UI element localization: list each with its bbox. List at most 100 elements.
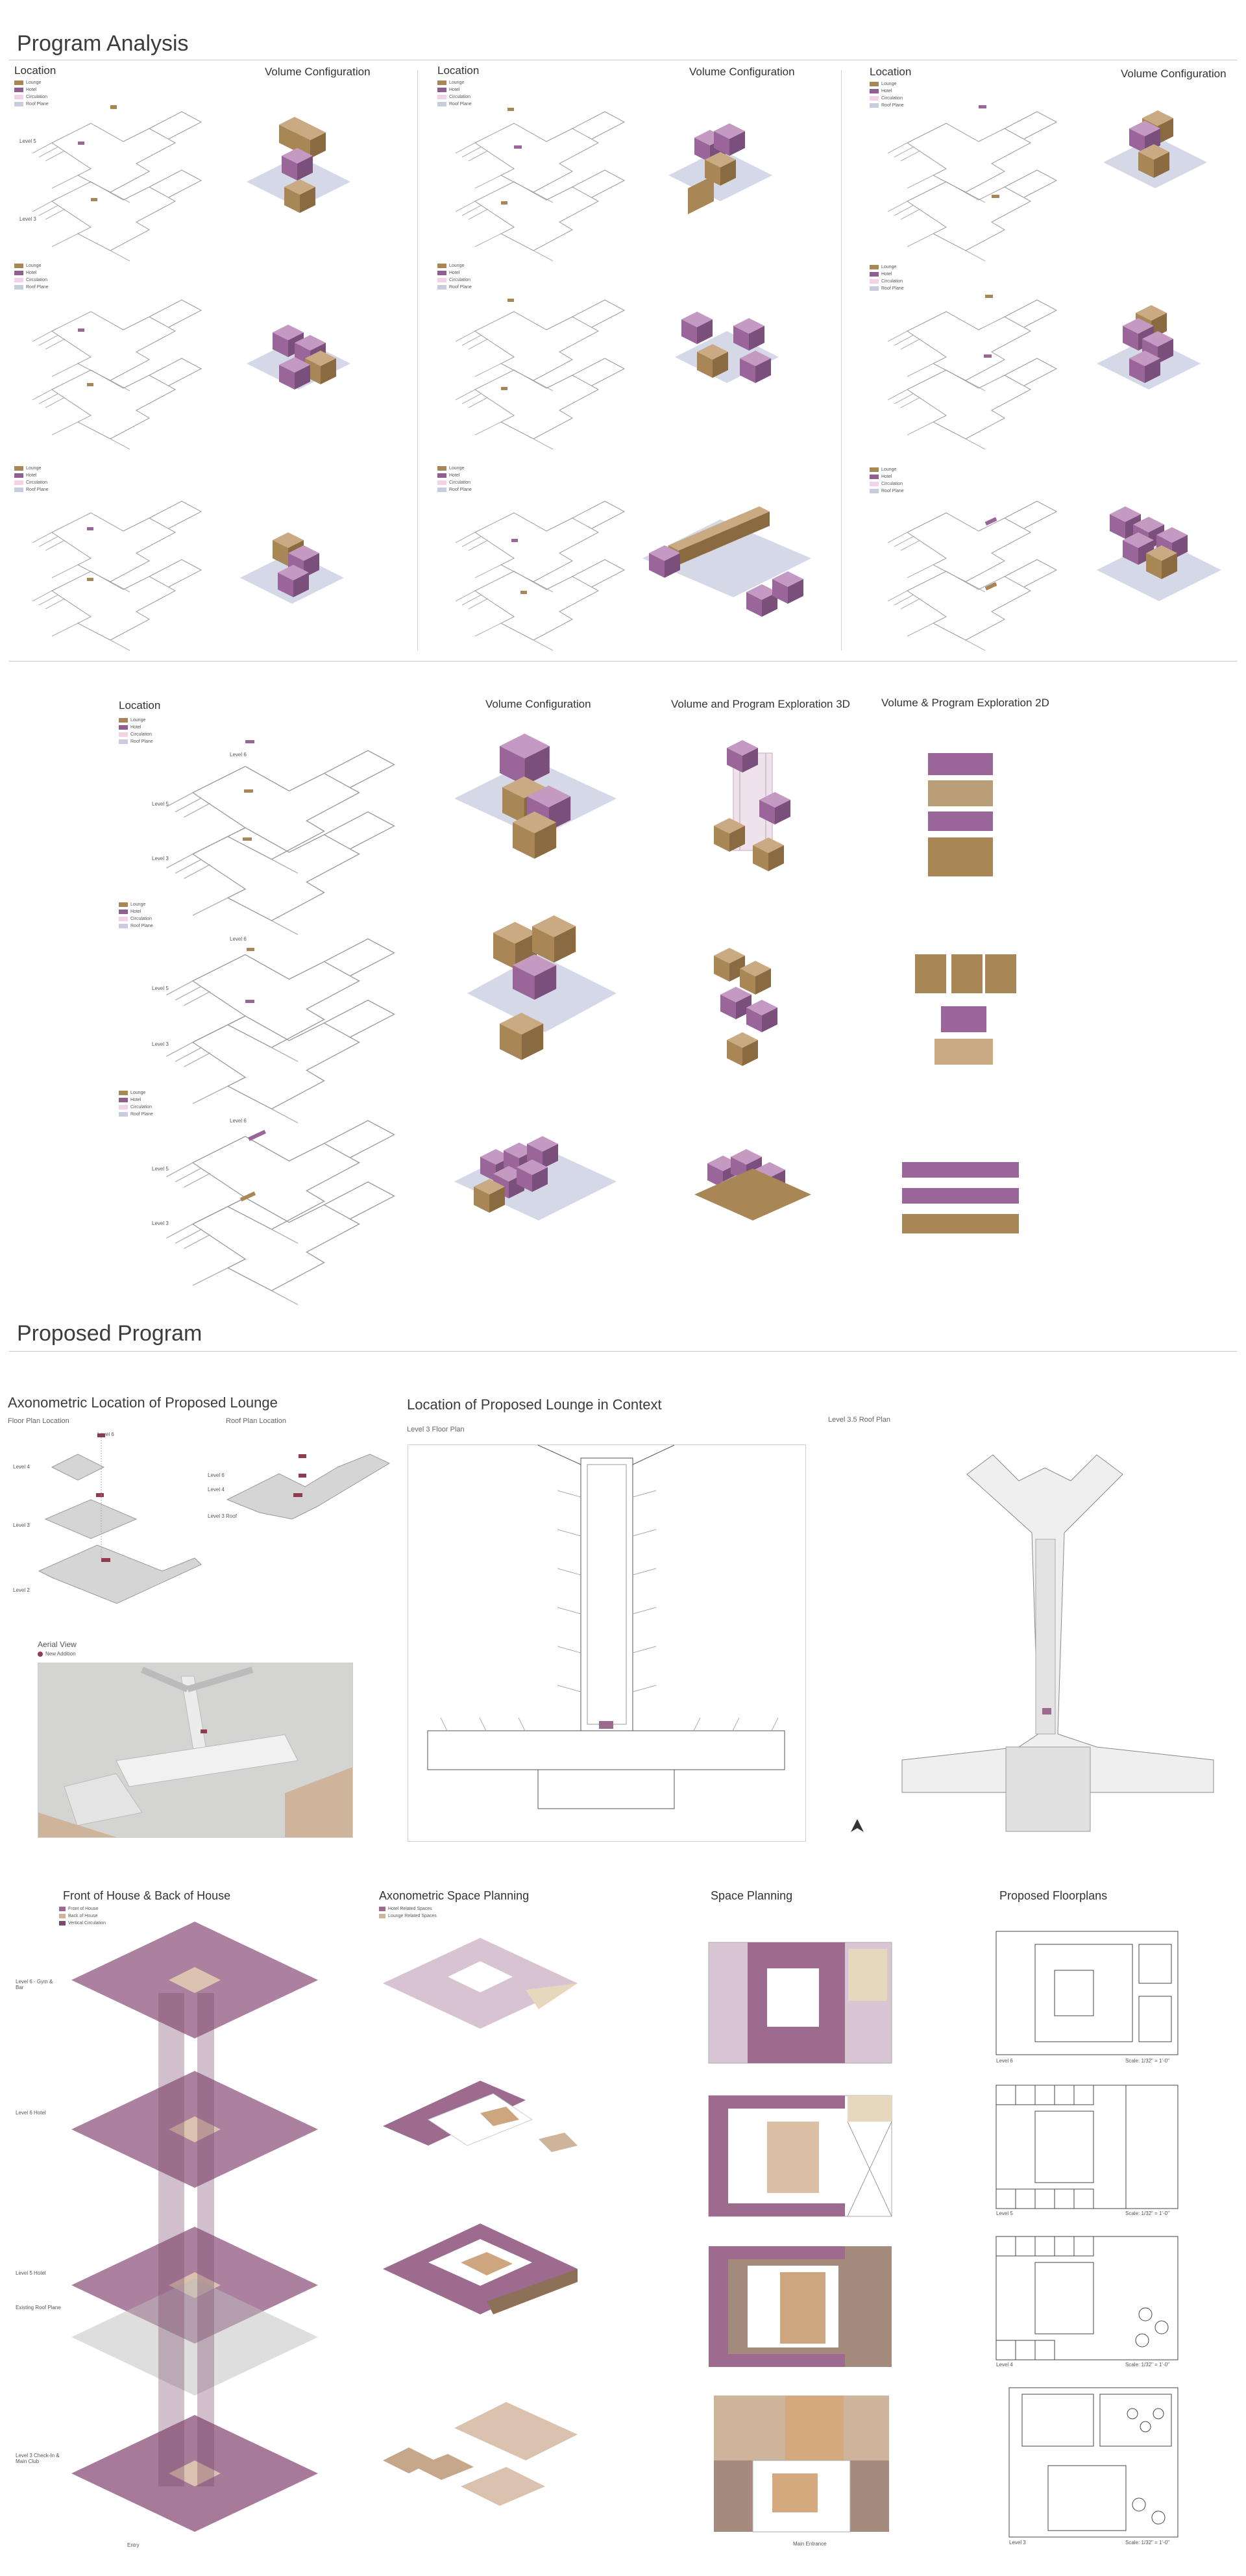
legend-item: Hotel <box>26 270 37 275</box>
legend-item: Hotel <box>449 87 460 92</box>
program-exploration-2d <box>915 954 1016 1065</box>
volume-config <box>675 312 779 383</box>
location-axon-plan <box>455 299 625 450</box>
circulation-swatch <box>437 277 446 282</box>
legend-item: Hotel <box>881 271 892 277</box>
scale-label: Scale: 1/32" = 1'-0" <box>1125 2540 1169 2545</box>
program-exploration-2d <box>928 753 993 876</box>
explore-2d-label: Volume & Program Exploration 2D <box>881 697 1049 709</box>
proposed-program-title: Proposed Program <box>17 1321 202 1346</box>
hotel-swatch <box>14 270 23 275</box>
legend-item: Lounge <box>449 263 465 268</box>
volume-config <box>454 734 617 859</box>
floor-label: Level 4 <box>996 2362 1013 2368</box>
floor-label: Level 5 <box>996 2211 1013 2216</box>
legend-item: Circulation <box>130 1104 153 1109</box>
section-divider <box>9 1351 1237 1352</box>
hotel-swatch <box>14 473 23 478</box>
legend-block: Lounge Hotel Circulation Roof Plane <box>437 465 472 493</box>
level3-floor-plan <box>408 1444 806 1842</box>
proposed-floorplans-title: Proposed Floorplans <box>999 1889 1108 1902</box>
volume-config <box>1097 305 1201 390</box>
lounge-swatch <box>437 263 446 268</box>
level-label: Level 5 <box>152 801 169 807</box>
roof-swatch <box>119 923 128 928</box>
foh-boh-title: Front of House & Back of House <box>63 1889 231 1902</box>
volume-config <box>467 915 617 1060</box>
location-axon-plan <box>887 105 1057 262</box>
circulation-swatch <box>870 279 879 284</box>
floor-plan-location-label: Floor Plan Location <box>8 1417 69 1425</box>
legend-item: Vertical Circulation <box>68 1920 106 1926</box>
legend-block: Lounge Hotel Circulation Roof Plane <box>119 1089 153 1118</box>
roof-swatch <box>870 488 879 493</box>
circulation-swatch <box>119 1104 128 1109</box>
location-axon-plan <box>887 295 1057 450</box>
program-analysis-title: Program Analysis <box>17 31 189 56</box>
lounge-swatch <box>14 80 23 85</box>
level-label: Level 3 <box>152 1220 169 1226</box>
legend-block: Lounge Hotel Circulation Roof Plane <box>437 262 472 291</box>
volume-config <box>1097 506 1221 601</box>
program-exploration-3d <box>714 948 777 1066</box>
circulation-swatch <box>119 916 128 921</box>
aerial-legend: New Addition <box>38 1651 76 1657</box>
hotel-swatch <box>870 88 879 93</box>
level-label: Level 5 <box>152 1166 169 1172</box>
hotel-swatch <box>119 1097 128 1102</box>
legend-item: Circulation <box>881 279 903 284</box>
aerial-view-label: Aerial View <box>38 1640 77 1649</box>
location-label-col1: Location <box>14 64 56 77</box>
lounge-swatch <box>119 1090 128 1095</box>
legend-item: Roof Plane <box>449 101 472 106</box>
level-label: Level 3 <box>152 856 169 861</box>
volume-label-col2: Volume Configuration <box>689 66 795 78</box>
legend-block: Lounge Hotel Circulation Roof Plane <box>870 264 904 292</box>
hotel-related-swatch <box>379 1906 385 1911</box>
axo-space-plan <box>383 2081 578 2152</box>
legend-item: Roof Plane <box>881 103 904 108</box>
legend-item: Hotel <box>26 87 37 92</box>
level-label: Level 6 <box>230 936 247 942</box>
section-divider <box>9 661 1237 662</box>
level-label: Level 3 <box>13 1522 30 1528</box>
back-of-house-swatch <box>59 1913 66 1918</box>
floorplan-level6 <box>996 1931 1179 2055</box>
lounge-swatch <box>119 717 128 723</box>
aerial-view-drawing <box>38 1663 352 1837</box>
floorplan-level3 <box>1008 2387 1179 2538</box>
space-plan-level6 <box>708 1942 892 2064</box>
volume-config <box>240 532 344 604</box>
location-axon-plan <box>455 108 625 262</box>
roof-swatch <box>119 739 128 744</box>
foh-entry-label: Entry <box>127 2542 140 2548</box>
legend-block: Lounge Hotel Circulation Roof Plane <box>437 79 472 108</box>
volume-config <box>247 325 350 390</box>
volume-config <box>1103 110 1207 188</box>
legend-item: Roof Plane <box>26 284 49 290</box>
program-exploration-2d <box>902 1162 1019 1233</box>
volume-config <box>454 1136 617 1220</box>
legend-item: Circulation <box>130 916 153 921</box>
floorplan-level4 <box>996 2236 1179 2360</box>
legend-item: Circulation <box>449 480 471 485</box>
explore-3d-label: Volume and Program Exploration 3D <box>671 698 850 710</box>
axo-space-legend: Hotel Related Spaces Lounge Related Spac… <box>379 1905 437 1920</box>
aerial-legend-label: New Addition <box>45 1651 76 1657</box>
north-arrow-icon <box>851 1819 864 1832</box>
legend-block: Lounge Hotel Circulation Roof Plane <box>14 465 49 493</box>
legend-item: Hotel <box>26 473 37 478</box>
legend-item: Roof Plane <box>26 487 49 492</box>
space-planning-title: Space Planning <box>711 1889 793 1902</box>
legend-item: Circulation <box>26 480 48 485</box>
foh-level-label: Level 5 Hotel <box>16 2270 46 2276</box>
legend-item: Lounge <box>449 80 465 85</box>
location-axon-plan <box>887 501 1057 651</box>
floor-plan-location-axon <box>38 1433 202 1604</box>
legend-item: Hotel Related Spaces <box>388 1906 432 1911</box>
legend-item: Lounge <box>881 81 897 86</box>
legend-item: Lounge <box>130 902 146 907</box>
column-divider <box>417 70 418 650</box>
space-plan-level4 <box>709 2246 892 2367</box>
legend-item: Lounge <box>130 717 146 723</box>
